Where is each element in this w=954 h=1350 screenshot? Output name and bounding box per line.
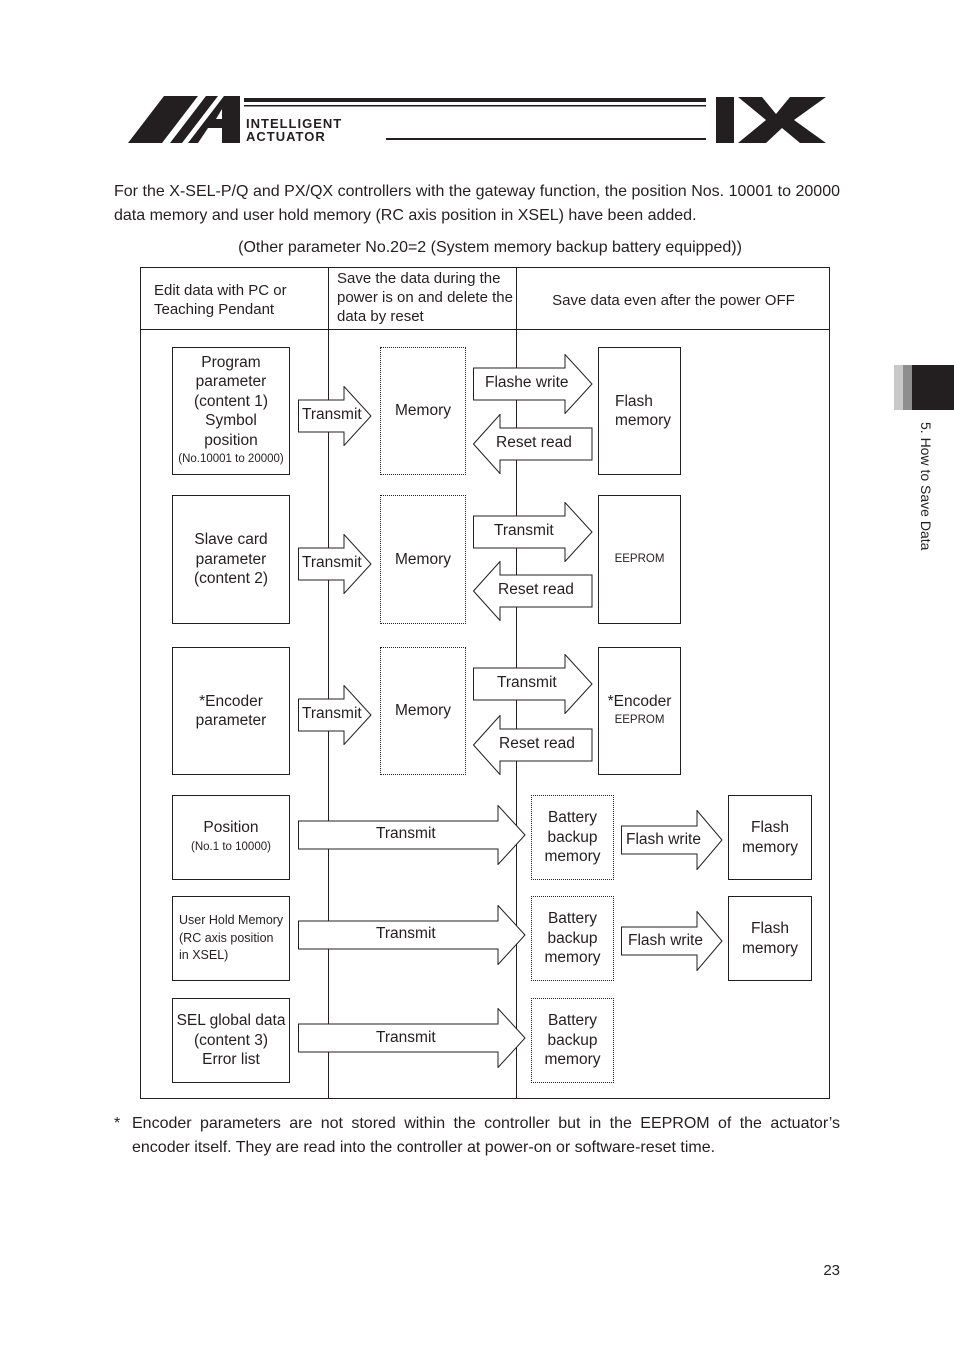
diagram-caption: (Other parameter No.20=2 (System memory … (238, 239, 742, 256)
header-col2: Save the data during the power is on and… (337, 270, 513, 325)
source-box-slave-card: Slave card parameter (content 2) (172, 495, 290, 624)
arrow-reset-read-r3: Reset read (473, 715, 593, 775)
logo-text-intelligent: INTELLIGENT (246, 116, 343, 131)
source-box-program: Program parameter (content 1) Symbol pos… (172, 347, 290, 475)
encoder-eeprom-box-r3: *Encoder EEPROM (598, 647, 681, 775)
battery-memory-box-r4: Battery backup memory (531, 795, 614, 880)
battery-memory-box-r6: Battery backup memory (531, 998, 614, 1083)
flash-memory-box-r5: Flash memory (728, 896, 812, 981)
source-line: Symbol (205, 412, 257, 429)
header-divider (140, 329, 830, 330)
arrow-transmit-write-r2: Transmit (473, 502, 593, 562)
intro-paragraph: For the X-SEL-P/Q and PX/QX controllers … (114, 183, 840, 224)
memory-box-r2: Memory (380, 495, 466, 624)
column-divider-1 (328, 267, 329, 1099)
header-logo: INTELLIGENT ACTUATOR (126, 92, 828, 148)
source-line: position (204, 431, 258, 449)
source-box-sel-global-data: SEL global data (content 3) Error list (172, 998, 290, 1083)
header-col3: Save data even after the power OFF (552, 292, 795, 309)
side-tab-label: 5. How to Save Data (918, 422, 934, 551)
arrow-transmit-r3: Transmit (298, 685, 372, 745)
side-tab-marker (894, 365, 954, 410)
arrow-transmit-r2: Transmit (298, 534, 372, 594)
source-line: (content 1) (193, 392, 269, 410)
arrow-transmit-r4: Transmit (298, 805, 526, 865)
arrow-transmit-r1: Transmit (298, 386, 372, 446)
page-number: 23 (823, 1262, 840, 1279)
source-box-user-hold-memory: User Hold Memory (RC axis position in XS… (172, 896, 290, 981)
logo-text-actuator: ACTUATOR (246, 129, 326, 144)
source-box-encoder: *Encoder parameter (172, 647, 290, 775)
arrow-reset-read-r1: Reset read (473, 414, 593, 474)
arrow-transmit-r5: Transmit (298, 905, 526, 965)
eeprom-box-r2: EEPROM (598, 495, 681, 624)
source-line: parameter (195, 373, 267, 390)
arrow-transmit-write-r3: Transmit (473, 654, 593, 714)
source-range: (No.10001 to 20000) (178, 453, 284, 465)
source-box-position: Position (No.1 to 10000) (172, 795, 290, 880)
arrow-transmit-r6: Transmit (298, 1008, 526, 1068)
flash-memory-box-r1: Flash memory (598, 347, 681, 475)
memory-box-r1: Memory (380, 347, 466, 475)
source-line: Program (201, 353, 261, 371)
arrow-reset-read-r2: Reset read (473, 561, 593, 621)
battery-memory-box-r5: Battery backup memory (531, 896, 614, 981)
flash-memory-box-r4: Flash memory (728, 795, 812, 880)
diagram-frame (140, 267, 830, 1099)
arrow-flash-write-r5: Flash write (621, 911, 723, 971)
arrow-flash-write-r4: Flash write (621, 810, 723, 870)
ia-logo-icon (128, 96, 826, 143)
arrow-flash-write-r1: Flashe write (473, 354, 593, 414)
footnote-mark: * (114, 1115, 121, 1132)
footnote-text: Encoder parameters are not stored within… (132, 1115, 840, 1156)
header-col1: Edit data with PC or Teaching Pendant (154, 282, 287, 318)
memory-box-r3: Memory (380, 647, 466, 775)
